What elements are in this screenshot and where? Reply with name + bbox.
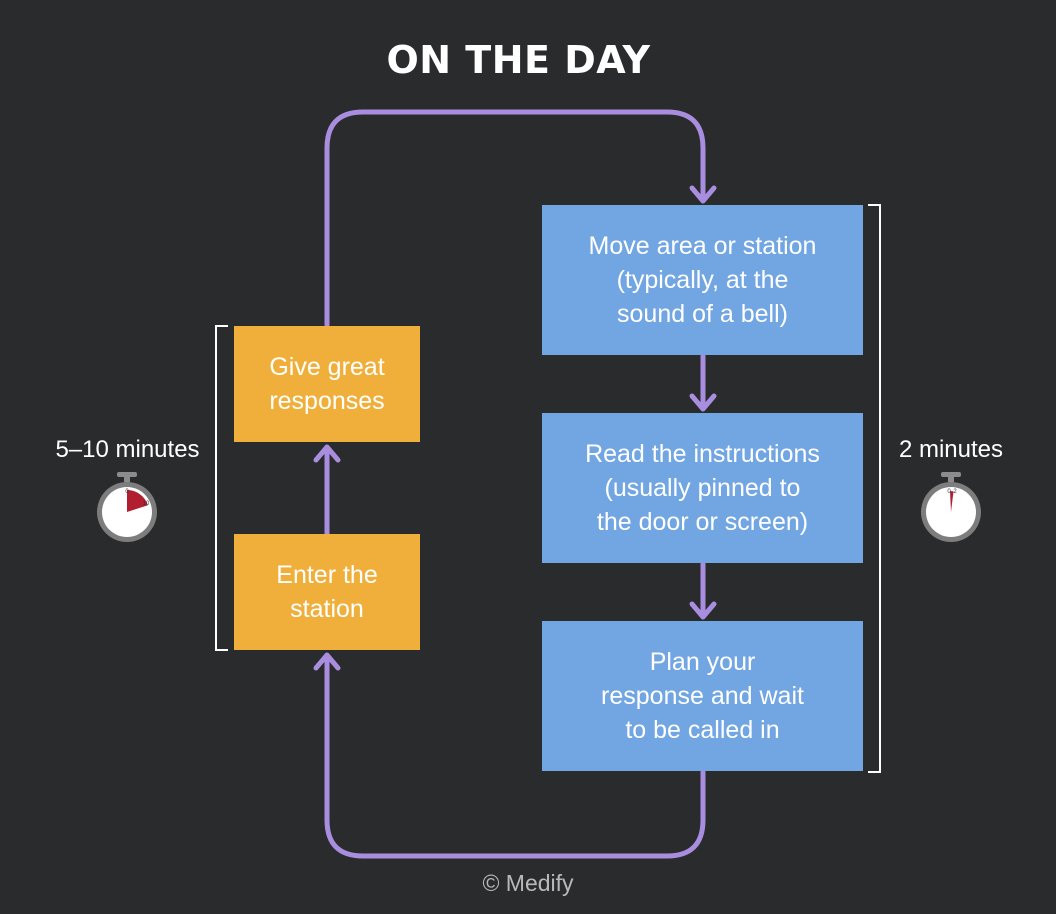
connector-top-loop	[324, 109, 706, 328]
timer-left-marker-b: 10	[143, 501, 150, 507]
right-duration-label: 2 minutes	[898, 436, 1004, 463]
stopwatch-icon-left: 0 10	[97, 472, 157, 542]
timer-elapsed-wedge	[950, 491, 954, 512]
step-plan-your-response: Plan your response and wait to be called…	[542, 621, 863, 771]
arrowhead-to-enter	[313, 652, 341, 671]
arrowhead-to-move	[689, 185, 717, 204]
arrowhead-to-plan	[689, 601, 717, 620]
step-read-the-instructions: Read the instructions (usually pinned to…	[542, 413, 863, 563]
left-duration-label: 5–10 minutes	[55, 436, 200, 463]
right-bracket	[868, 204, 881, 773]
arrowhead-to-read	[689, 393, 717, 412]
step-move-area-or-station: Move area or station (typically, at the …	[542, 205, 863, 355]
left-bracket	[215, 325, 228, 651]
stopwatch-icon-right: 0 2	[921, 472, 981, 542]
timer-right-marker-a: 0	[947, 489, 951, 495]
page-title: ON THE DAY	[386, 38, 651, 82]
step-enter-the-station: Enter the station	[234, 534, 420, 650]
timer-elapsed-wedge	[127, 490, 148, 512]
timer-right-marker-b: 2	[953, 489, 957, 495]
step-give-great-responses: Give great responses	[234, 326, 420, 442]
arrowhead-to-give	[313, 444, 341, 463]
timer-left-marker-a: 0	[125, 489, 129, 495]
copyright-credit: © Medify	[482, 870, 574, 896]
connector-bottom-loop	[324, 653, 706, 859]
